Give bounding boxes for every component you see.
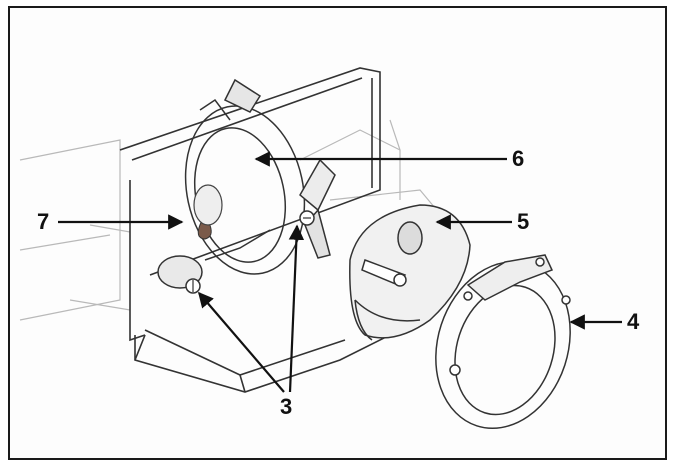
callout-label-7: 7: [37, 209, 50, 234]
right-retaining-lever: [299, 158, 336, 259]
rotary-hook: [184, 78, 306, 275]
callout-label-3: 3: [280, 394, 293, 419]
hook-center-shaft: [193, 184, 223, 226]
callout-label-4: 4: [627, 309, 640, 334]
callout-label-5: 5: [517, 209, 530, 234]
callout-label-6: 6: [512, 146, 525, 171]
callout-leaders: [58, 151, 622, 393]
bobbin-case-base: [349, 204, 471, 341]
leader-3a: [197, 291, 285, 393]
hook-retaining-ring: [435, 254, 571, 430]
leader-3b: [288, 224, 305, 393]
left-retaining-lever: [157, 255, 203, 294]
